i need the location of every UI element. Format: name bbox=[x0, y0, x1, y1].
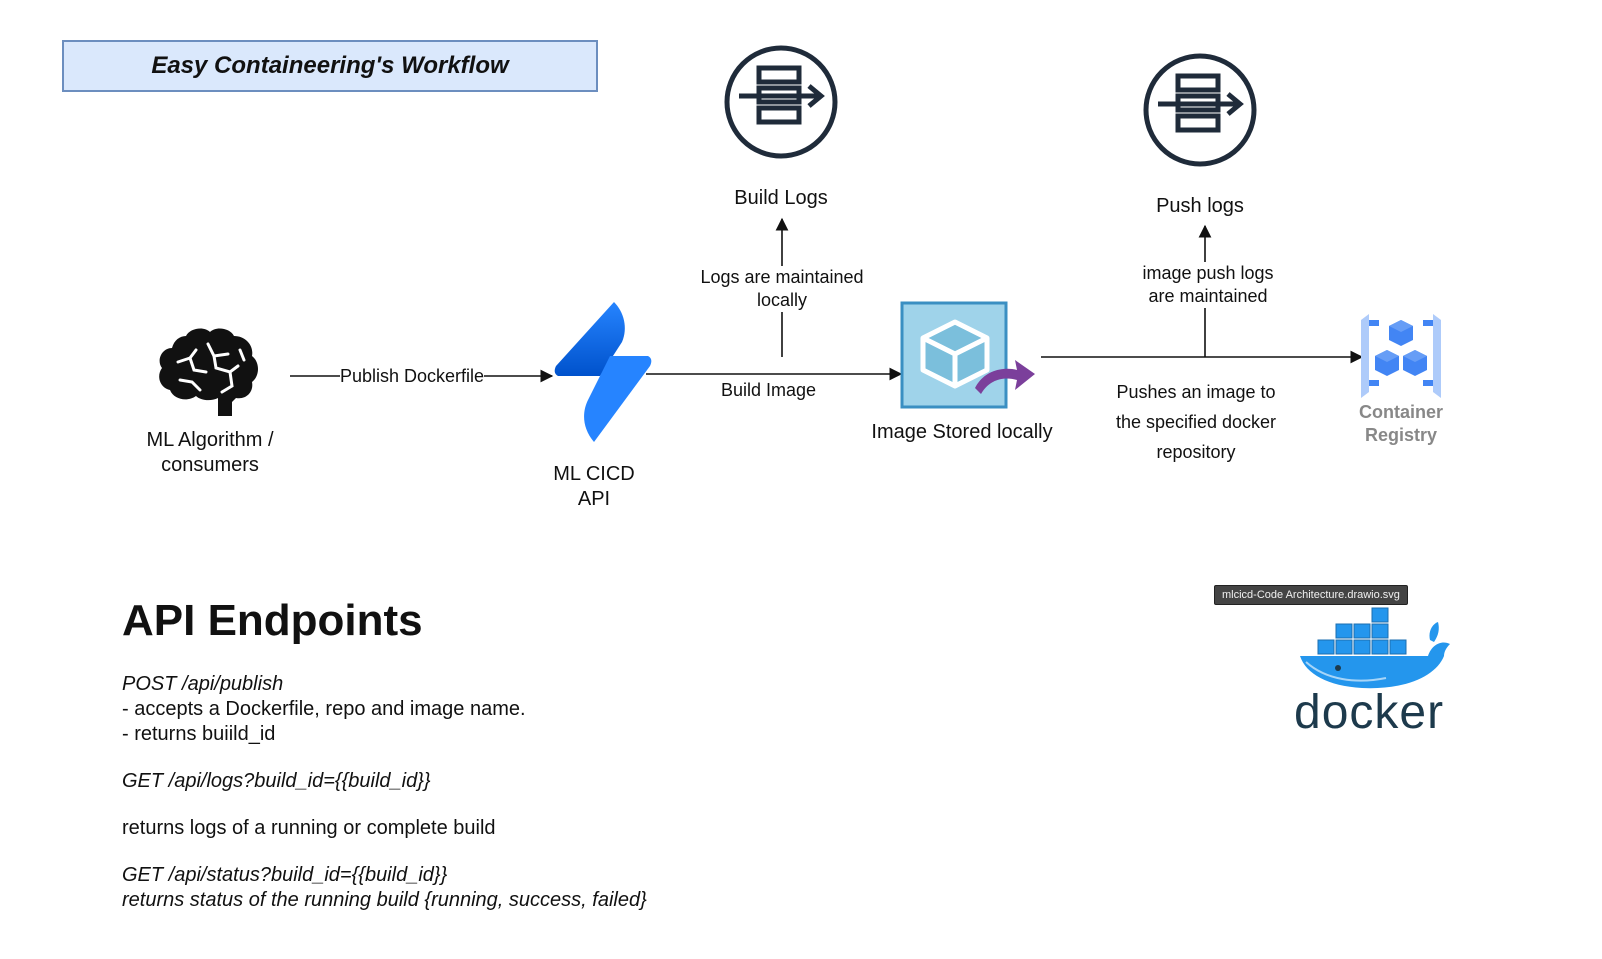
api-endpoints-list: POST /api/publish - accepts a Dockerfile… bbox=[122, 672, 647, 913]
ml-cicd-api-label: ML CICD API bbox=[553, 463, 635, 510]
pushes-image-label: Pushes an image to the specified docker … bbox=[1098, 377, 1294, 467]
push-logs-label: Push logs bbox=[1156, 195, 1244, 217]
logs-endpoint: GET /api/logs?build_id={{build_id}} bbox=[122, 770, 431, 792]
diagram-title: Easy Containeering's Workflow bbox=[62, 40, 598, 92]
docker-whale-icon bbox=[1300, 607, 1450, 689]
image-stored-label: Image Stored locally bbox=[871, 421, 1053, 443]
ml-algorithm-label: ML Algorithm / consumers bbox=[146, 429, 274, 476]
status-endpoint: GET /api/status?build_id={{build_id}} bbox=[122, 864, 448, 886]
logs-desc: returns logs of a running or complete bu… bbox=[122, 817, 496, 839]
storage-icon bbox=[900, 301, 1035, 409]
brain-icon bbox=[159, 328, 258, 416]
publish-endpoint: POST /api/publish bbox=[122, 673, 284, 695]
file-tooltip: mlcicd-Code Architecture.drawio.svg bbox=[1214, 585, 1408, 605]
publish-desc-1: - accepts a Dockerfile, repo and image n… bbox=[122, 698, 526, 720]
status-desc: returns status of the running build {run… bbox=[122, 889, 647, 911]
docker-logo-text: docker bbox=[1294, 686, 1445, 739]
container-registry-label: Container Registry bbox=[1358, 402, 1443, 445]
build-image-edge-label: Build Image bbox=[721, 379, 817, 402]
publish-edge-label: Publish Dockerfile bbox=[340, 365, 485, 388]
api-endpoints-heading: API Endpoints bbox=[122, 596, 423, 645]
build-logs-label: Build Logs bbox=[734, 187, 828, 209]
logs-maintained-label: Logs are maintained locally bbox=[692, 266, 872, 312]
api-icon bbox=[554, 302, 652, 442]
build-logs-icon bbox=[724, 45, 838, 159]
push-logs-maintained-label: image push logs are maintained bbox=[1128, 262, 1288, 308]
container-registry-icon bbox=[1361, 314, 1441, 398]
push-logs-icon bbox=[1143, 53, 1257, 167]
publish-desc-2: - returns buiild_id bbox=[122, 723, 276, 745]
